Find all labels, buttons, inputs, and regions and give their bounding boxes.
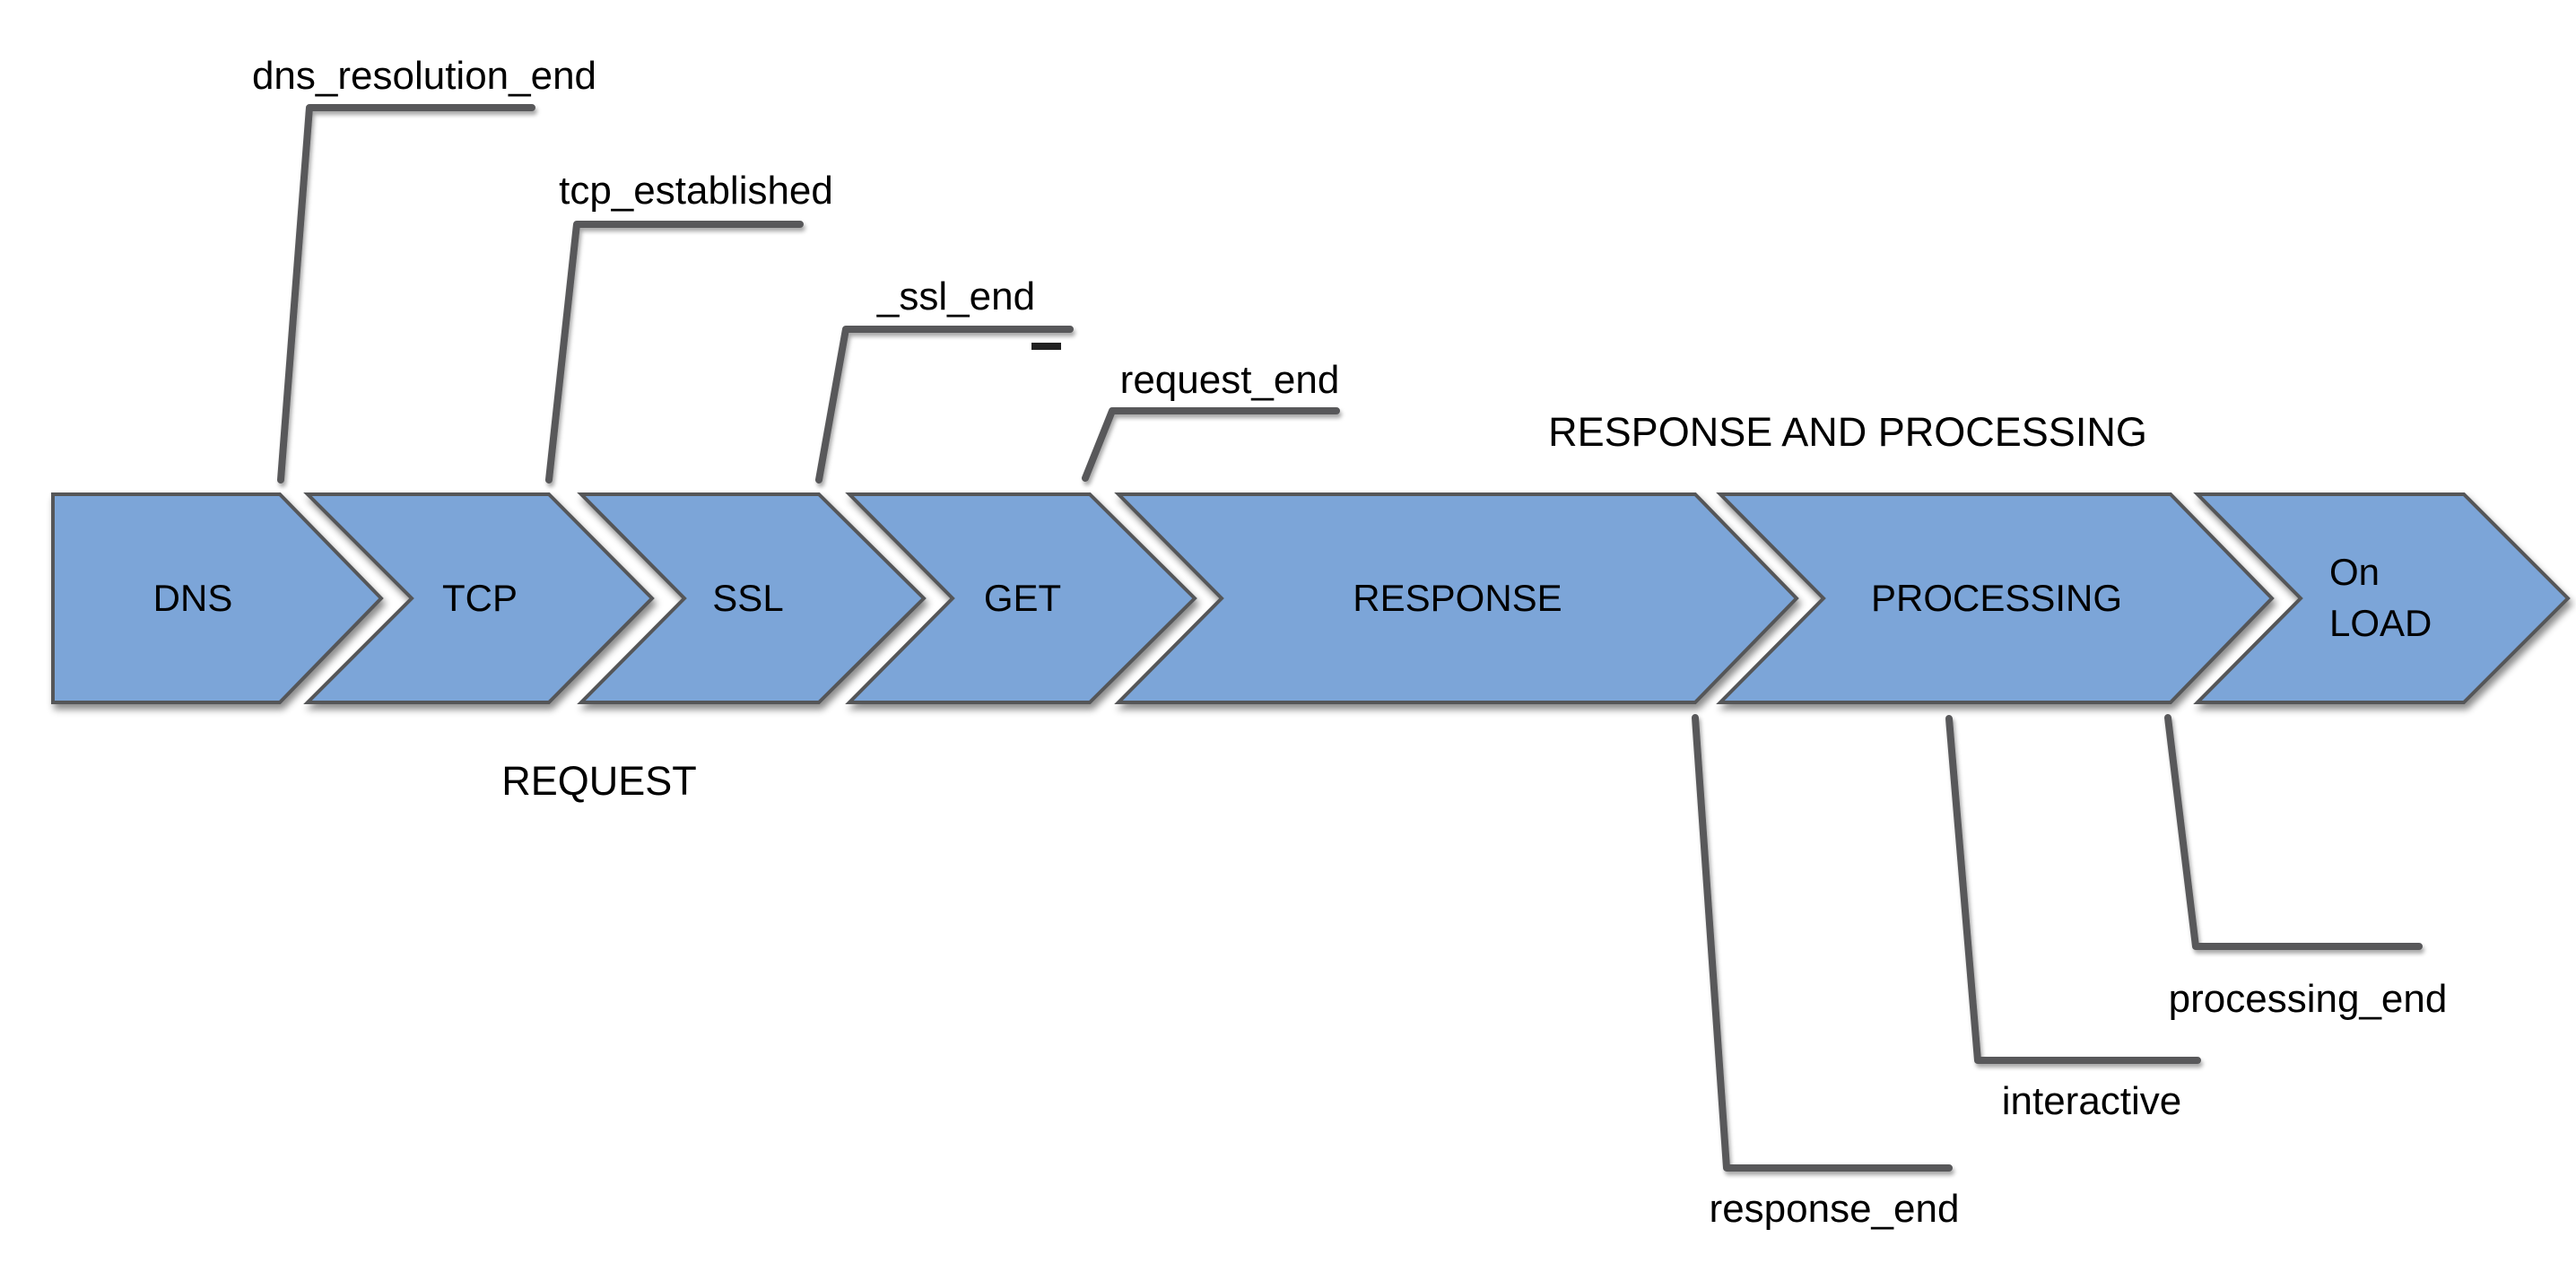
interactive-label: interactive	[2002, 1079, 2182, 1123]
dns-resolution-end-connector-line	[277, 104, 535, 484]
callout-interactive: interactive	[1945, 715, 2201, 1123]
arrow-tcp: TCP	[303, 492, 655, 704]
processing-end-connector-line	[2164, 714, 2423, 950]
callout-tcp-established: tcp_established	[545, 169, 833, 484]
ssl-chevron-shape	[577, 492, 927, 704]
response-end-connector-line	[1692, 714, 1953, 1172]
arrow-processing: PROCESSING	[1716, 492, 2275, 704]
dns-stage-label: DNS	[153, 577, 233, 619]
arrow-get: GET	[845, 492, 1197, 704]
response-chevron-shape	[1114, 492, 1799, 704]
response-end-label: response_end	[1710, 1187, 1960, 1231]
callout-processing-end: processing_end	[2164, 714, 2448, 1021]
get-chevron-shape	[845, 492, 1197, 704]
callout-request-end: request_end	[1082, 358, 1340, 482]
response-processing-section-label: RESPONSE AND PROCESSING	[1548, 409, 2147, 455]
section-request: REQUEST	[56, 758, 1092, 804]
callout-ssl-end: _ssl_end	[815, 274, 1074, 484]
arrow-ssl: SSL	[577, 492, 927, 704]
get-stage-label: GET	[984, 577, 1061, 619]
processing-chevron-shape	[1716, 492, 2275, 704]
callout-dns-resolution-end: dns_resolution_end	[252, 54, 596, 484]
arrow-dns: DNS	[51, 492, 384, 704]
dns-resolution-end-label: dns_resolution_end	[252, 54, 596, 98]
response-stage-label: RESPONSE	[1353, 577, 1562, 619]
interactive-connector-line	[1945, 715, 2201, 1064]
ssl-end-connector-line	[815, 326, 1074, 484]
tcp-chevron-shape	[303, 492, 655, 704]
arrow-onload: On LOAD	[2193, 492, 2571, 704]
request-end-connector-line	[1082, 407, 1340, 482]
section-response-and-processing: RESPONSE AND PROCESSING	[1117, 409, 2473, 455]
process-arrows: DNS TCP SSL GET RESPONSE PROCESSING	[51, 492, 2571, 704]
arrow-response: RESPONSE	[1114, 492, 1799, 704]
ssl-stage-label: SSL	[712, 577, 783, 619]
tcp-established-connector-line	[545, 221, 804, 484]
request-section-label: REQUEST	[501, 758, 697, 804]
processing-stage-label: PROCESSING	[1871, 577, 2122, 619]
onload-chevron-shape	[2193, 492, 2571, 704]
request-end-label: request_end	[1120, 358, 1340, 402]
ssl-end-label: _ssl_end	[876, 274, 1035, 318]
onload-stage-label-line1: On	[2329, 551, 2380, 593]
tcp-stage-label: TCP	[442, 577, 518, 619]
processing-end-label: processing_end	[2169, 977, 2448, 1021]
tcp-established-label: tcp_established	[559, 169, 833, 213]
callout-response-end: response_end	[1692, 714, 1960, 1231]
dns-chevron-shape	[51, 492, 384, 704]
onload-stage-label-line2: LOAD	[2329, 602, 2432, 644]
